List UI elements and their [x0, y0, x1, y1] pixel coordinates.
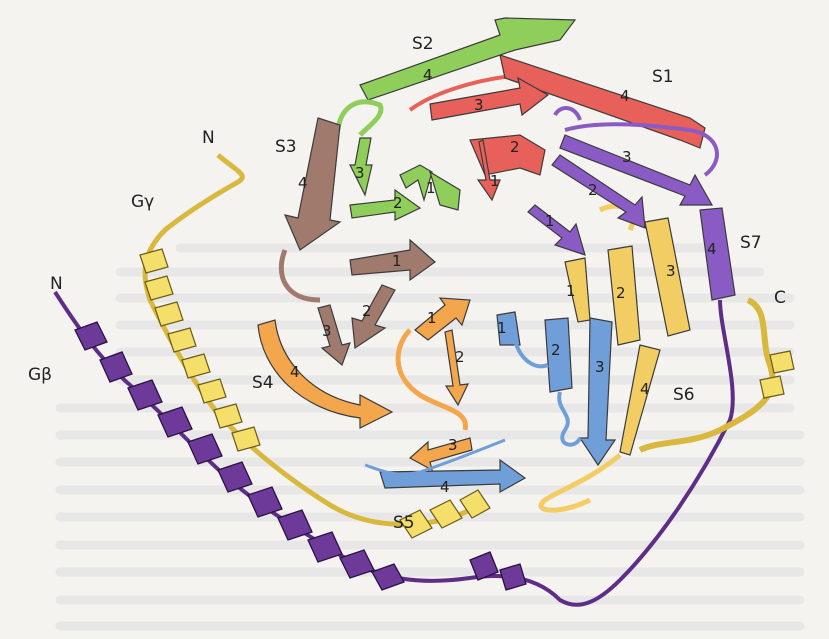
strand-num-s4-4: 4 [290, 363, 300, 381]
strand-num-s7-4: 4 [707, 240, 717, 258]
strand-num-s6-1: 1 [566, 282, 576, 300]
strand-num-s6-4: 4 [640, 380, 650, 398]
label-s4: S4 [252, 373, 274, 393]
strand-num-s4-1: 1 [427, 309, 437, 327]
strand-num-s4-3: 3 [448, 436, 458, 454]
strand-num-s1-1: 1 [490, 172, 500, 190]
strand-num-s2-3: 3 [355, 164, 365, 182]
label-c-terminus: C [774, 288, 786, 308]
label-n-beta: N [50, 274, 63, 294]
strand-num-s2-2: 2 [393, 194, 403, 212]
strand-num-s7-2: 2 [588, 181, 598, 199]
strand-num-s6-2: 2 [616, 284, 626, 302]
label-s5: S5 [393, 513, 415, 533]
strand-num-s1-3: 3 [474, 96, 484, 114]
strand-num-s7-1: 1 [545, 212, 555, 230]
label-s2: S2 [412, 34, 434, 54]
strand-num-s7-3: 3 [622, 148, 632, 166]
strand-num-s4-2: 2 [455, 348, 465, 366]
strand-num-s5-2: 2 [551, 341, 561, 359]
label-g-beta: Gβ [28, 365, 52, 385]
strand-num-s5-3: 3 [595, 358, 605, 376]
label-s6: S6 [673, 385, 695, 405]
strand-num-s5-4: 4 [440, 478, 450, 496]
label-s1: S1 [652, 67, 674, 87]
strand-num-s3-4: 4 [298, 174, 308, 192]
strand-num-s1-2: 2 [510, 138, 520, 156]
strand-num-s6-3: 3 [666, 262, 676, 280]
label-g-gamma: Gγ [131, 192, 154, 212]
strand-num-s2-4: 4 [423, 66, 433, 84]
label-s7: S7 [740, 233, 762, 253]
label-n-gamma: N [202, 128, 215, 148]
strand-num-s3-3: 3 [322, 322, 332, 340]
strand-num-s3-2: 2 [362, 302, 372, 320]
label-s3: S3 [275, 137, 297, 157]
strand-num-s1-4: 4 [620, 87, 630, 105]
strand-num-s5-1: 1 [497, 319, 507, 337]
strand-num-s2-1: 1 [426, 179, 436, 197]
strand-num-s3-1: 1 [392, 252, 402, 270]
